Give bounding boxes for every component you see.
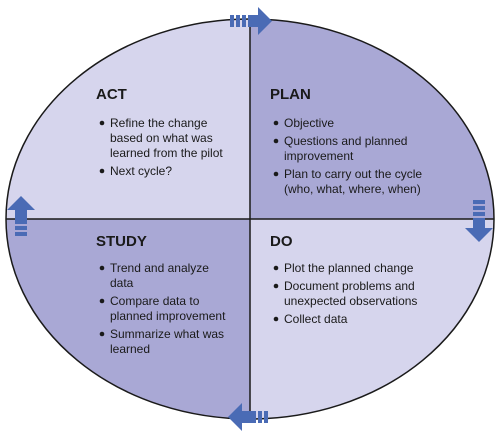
plan-bullet-3 (273, 171, 279, 177)
plan-bullet-1 (273, 120, 279, 126)
study-item-4: planned improvement (110, 309, 226, 323)
arrow-down-icon (465, 200, 493, 242)
act-item-1: Refine the change (110, 116, 208, 130)
do-title: DO (270, 233, 293, 250)
plan-item-4: Plan to carry out the cycle (284, 167, 422, 181)
do-bullet-3 (273, 316, 279, 322)
plan-title: PLAN (270, 86, 311, 103)
study-item-2: data (110, 276, 134, 290)
do-item-3: unexpected observations (284, 294, 417, 308)
act-bullet-1 (99, 120, 105, 126)
arrow-left-icon (228, 403, 268, 431)
act-item-2: based on what was (110, 131, 213, 145)
act-section: ACT Refine the change based on what was … (96, 86, 223, 178)
plan-item-2: Questions and planned (284, 134, 407, 148)
do-section: DO Plot the planned change Document prob… (270, 233, 417, 326)
study-item-3: Compare data to (110, 294, 200, 308)
study-item-1: Trend and analyze (110, 261, 209, 275)
do-item-1: Plot the planned change (284, 261, 414, 275)
do-item-2: Document problems and (284, 279, 415, 293)
study-title: STUDY (96, 233, 147, 250)
study-bullet-3 (99, 331, 105, 337)
act-bullet-2 (99, 168, 105, 174)
act-item-4: Next cycle? (110, 164, 172, 178)
do-quadrant (250, 219, 494, 419)
do-bullet-1 (273, 265, 279, 271)
do-bullet-2 (273, 283, 279, 289)
plan-item-3: improvement (284, 149, 354, 163)
act-item-3: learned from the pilot (110, 146, 223, 160)
plan-bullet-2 (273, 138, 279, 144)
study-section: STUDY Trend and analyze data Compare dat… (96, 233, 226, 356)
arrow-right-icon (230, 7, 272, 35)
study-bullet-1 (99, 265, 105, 271)
do-item-4: Collect data (284, 312, 348, 326)
study-bullet-2 (99, 298, 105, 304)
study-item-5: Summarize what was (110, 327, 224, 341)
plan-section: PLAN Objective Questions and planned imp… (270, 86, 422, 196)
act-quadrant (6, 19, 250, 219)
study-item-6: learned (110, 342, 150, 356)
act-title: ACT (96, 86, 127, 103)
arrow-up-icon (7, 196, 35, 236)
plan-item-5: (who, what, where, when) (284, 182, 421, 196)
plan-item-1: Objective (284, 116, 334, 130)
